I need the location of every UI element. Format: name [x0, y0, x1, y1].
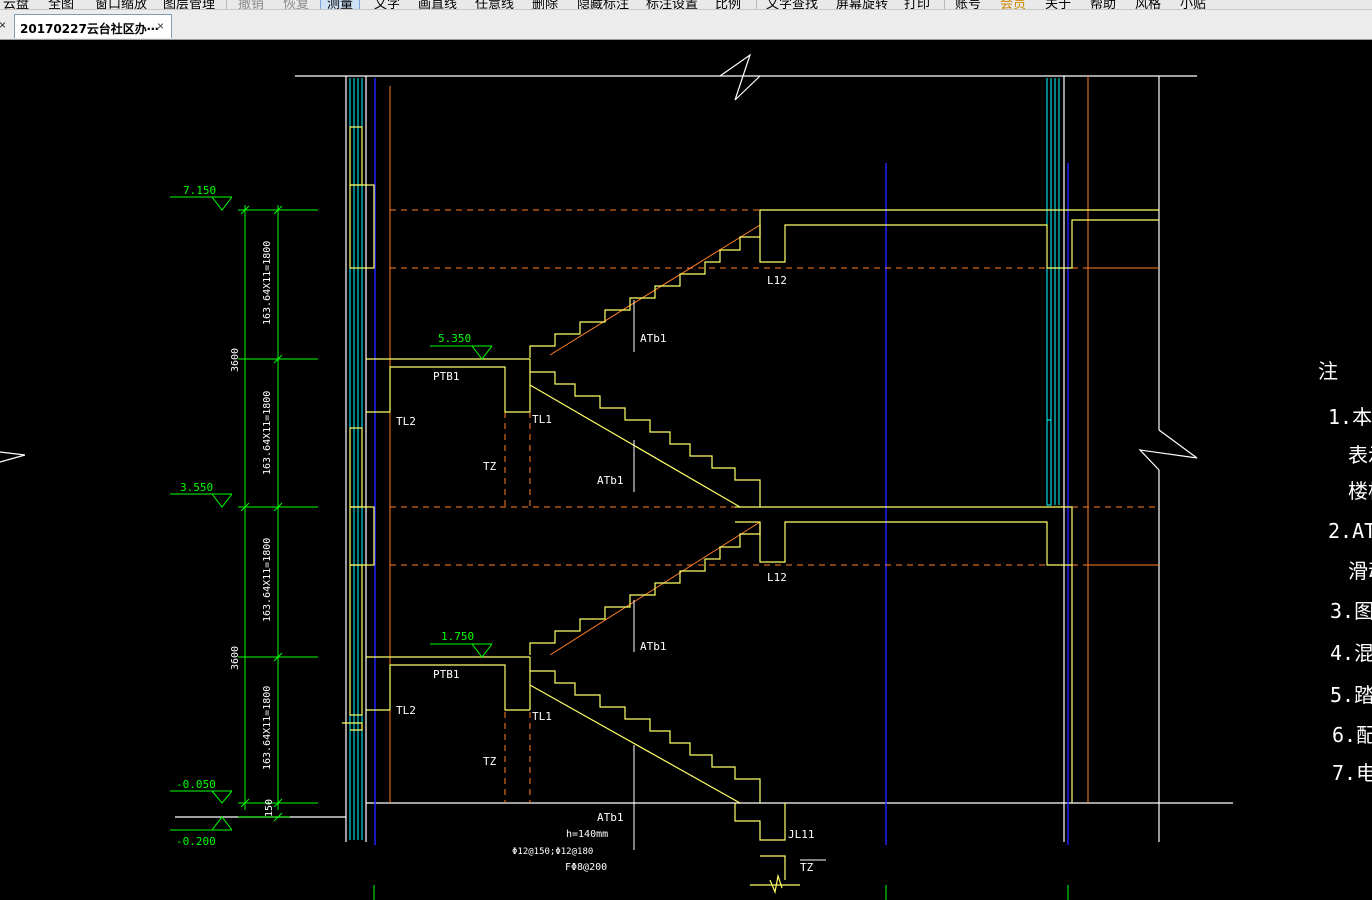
label-rebar: FΦ8@200	[565, 862, 607, 873]
label-h: h=140mm	[566, 829, 608, 840]
toolbar-hide-annotation-button[interactable]: 隐藏标注	[577, 0, 630, 10]
toolbar-delete-button[interactable]: 删除	[532, 0, 559, 10]
note-line: 7.电梯	[1332, 761, 1372, 785]
dimension-texts: 163.64X11=1800 163.64X11=1800 163.64X11=…	[230, 241, 275, 817]
cyan-marker	[1046, 419, 1052, 506]
toolbar-annotation-settings-button[interactable]: 标注设置	[646, 0, 699, 10]
label-tz: TZ	[800, 861, 814, 874]
dimension-text: 163.64X11=1800	[262, 538, 273, 622]
toolbar-separator	[944, 0, 945, 9]
dimension-text: 3600	[230, 646, 241, 670]
toolbar-undo-button[interactable]: 撤销	[238, 0, 265, 10]
toolbar-redo-button[interactable]: 恢复	[283, 0, 310, 10]
notes-title: 注	[1318, 359, 1338, 383]
dimension-lines	[170, 196, 1069, 900]
label-atb1: ATb1	[640, 332, 667, 345]
dimension-text: 150	[264, 799, 275, 817]
label-l12: L12	[767, 274, 787, 287]
elevation-labels: 7.150 5.350 3.550 1.750 -0.050 -0.200	[176, 184, 474, 848]
note-line: 1.本图	[1328, 405, 1372, 429]
document-tab-title: 20170227云台社区办⋯	[20, 22, 159, 36]
toolbar-vip-button[interactable]: 会员	[1000, 0, 1027, 10]
note-line: 6.配合	[1332, 723, 1372, 747]
document-tab[interactable]: 20170227云台社区办⋯ ×	[14, 14, 172, 38]
label-atb1: ATb1	[597, 474, 624, 487]
toolbar-rotate-screen-button[interactable]: 屏幕旋转	[836, 0, 889, 10]
label-tl1: TL1	[532, 710, 552, 723]
label-jl11: JL11	[788, 828, 815, 841]
label-tl2: TL2	[396, 415, 416, 428]
toolbar-measure-button[interactable]: 测量	[320, 0, 361, 9]
elevation-label: -0.200	[176, 835, 216, 848]
toolbar-style-button[interactable]: 风格	[1135, 0, 1162, 10]
elevation-label: 5.350	[438, 332, 471, 345]
close-icon[interactable]: ×	[157, 19, 165, 33]
main-toolbar: 云盘 全图 窗口缩放 图层管理 撤销 恢复 测量 文字 画直线 任意线 删除 隐…	[0, 0, 1372, 10]
note-line: 表示	[1348, 443, 1372, 467]
note-line: 3.图中	[1330, 599, 1372, 623]
dimension-text: 3600	[230, 348, 241, 372]
toolbar-line-button[interactable]: 画直线	[418, 0, 458, 10]
toolbar-cloud-button[interactable]: 云盘	[3, 0, 30, 10]
close-icon[interactable]: ×	[0, 18, 7, 32]
label-tl1: TL1	[532, 413, 552, 426]
elevation-label: 7.150	[183, 184, 216, 197]
note-line: 滑动	[1348, 559, 1372, 583]
toolbar-account-button[interactable]: 账号	[955, 0, 982, 10]
component-labels: PTB1 TL2 TL1 TZ ATb1 ATb1 L12 L12 PTB1 T…	[396, 274, 815, 874]
toolbar-separator	[756, 0, 757, 9]
label-tl2: TL2	[396, 704, 416, 717]
blue-axis-lines	[374, 78, 1069, 845]
toolbar-separator	[226, 0, 227, 9]
white-wall-lines	[0, 53, 1233, 842]
toolbar-scale-button[interactable]: 比例	[715, 0, 742, 10]
note-line: 楼梯	[1348, 479, 1372, 503]
label-ptb1: PTB1	[433, 370, 460, 383]
label-rebar: Φ12@150;Φ12@180	[512, 847, 593, 857]
toolbar-fit-all-button[interactable]: 全图	[48, 0, 75, 10]
toolbar-tips-button[interactable]: 小贴	[1180, 0, 1207, 10]
toolbar-about-button[interactable]: 关于	[1045, 0, 1072, 10]
note-line: 4.混凝	[1330, 641, 1372, 665]
label-tz: TZ	[483, 460, 497, 473]
note-line: 2.AT	[1328, 519, 1372, 543]
label-atb1: ATb1	[597, 811, 624, 824]
toolbar-polyline-button[interactable]: 任意线	[475, 0, 515, 10]
cyan-wall-lines	[349, 78, 1060, 840]
leader-lines	[633, 300, 826, 861]
toolbar-text-button[interactable]: 文字	[374, 0, 401, 10]
note-line: 5.踏步	[1330, 683, 1372, 707]
dimension-text: 163.64X11=1800	[262, 686, 273, 770]
toolbar-window-zoom-button[interactable]: 窗口缩放	[95, 0, 148, 10]
notes-block: 注 1.本图 表示 楼梯 2.AT 滑动 3.图中 4.混凝 5.踏步 6.配合…	[1318, 359, 1372, 785]
label-l12: L12	[767, 571, 787, 584]
elevation-label: -0.050	[176, 778, 216, 791]
label-tz: TZ	[483, 755, 497, 768]
dimension-text: 163.64X11=1800	[262, 391, 273, 475]
label-ptb1: PTB1	[433, 668, 460, 681]
toolbar-print-button[interactable]: 打印	[904, 0, 931, 10]
toolbar-layer-manager-button[interactable]: 图层管理	[163, 0, 216, 10]
cad-drawing-canvas[interactable]: 7.150 5.350 3.550 1.750 -0.050 -0.200 16…	[0, 40, 1372, 900]
yellow-structure	[342, 126, 1159, 895]
elevation-label: 1.750	[441, 630, 474, 643]
toolbar-help-button[interactable]: 帮助	[1090, 0, 1117, 10]
elevation-label: 3.550	[180, 481, 213, 494]
label-atb1: ATb1	[640, 640, 667, 653]
document-tabbar: × 20170227云台社区办⋯ ×	[0, 10, 1372, 40]
dimension-text: 163.64X11=1800	[262, 241, 273, 325]
toolbar-text-search-button[interactable]: 文字查找	[766, 0, 819, 10]
